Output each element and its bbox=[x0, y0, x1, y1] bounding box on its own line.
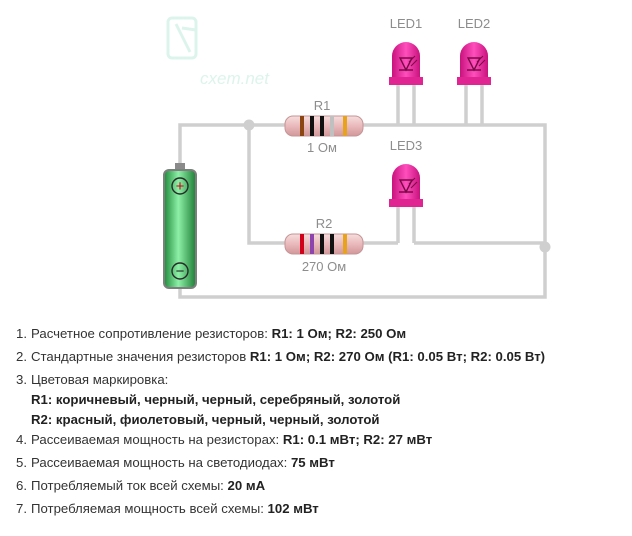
led-3: LED3 bbox=[388, 138, 424, 208]
battery-minus: − bbox=[176, 263, 185, 280]
result-item: 1.Расчетное сопротивление резисторов: R1… bbox=[16, 326, 407, 341]
r1-value: 1 Ом bbox=[307, 140, 337, 155]
battery: + − bbox=[163, 163, 197, 289]
led-1-label: LED1 bbox=[390, 16, 423, 31]
result-item-color-codes: 3.Цветовая маркировка: R1: коричневый, ч… bbox=[16, 370, 626, 430]
result-item: 2.Стандартные значения резисторов R1: 1 … bbox=[16, 349, 546, 364]
led-1: LED1 bbox=[388, 16, 424, 86]
result-item: 7.Потребляемая мощность всей схемы: 102 … bbox=[16, 501, 319, 516]
battery-plus: + bbox=[176, 178, 185, 195]
results-list: 1.Расчетное сопротивление резисторов: R1… bbox=[16, 324, 626, 522]
led-2: LED2 bbox=[456, 16, 492, 86]
watermark-text: cxem.net bbox=[200, 69, 270, 88]
led-2-label: LED2 bbox=[458, 16, 491, 31]
watermark-logo: cxem.net bbox=[166, 16, 270, 88]
r1-color-code: R1: коричневый, черный, черный, серебрян… bbox=[31, 392, 401, 407]
r2-name: R2 bbox=[316, 216, 333, 231]
circuit-diagram: cxem.net + − R1 1 Ом bbox=[163, 16, 551, 299]
resistor-r2: R2 270 Ом bbox=[284, 216, 364, 274]
junction-node bbox=[243, 119, 255, 131]
r2-color-code: R2: красный, фиолетовый, черный, черный,… bbox=[31, 412, 380, 427]
wires bbox=[178, 80, 547, 299]
r2-value: 270 Ом bbox=[302, 259, 346, 274]
junction-node bbox=[539, 241, 551, 253]
result-item: 4.Рассеиваемая мощность на резисторах: R… bbox=[16, 432, 433, 447]
result-item: 6.Потребляемый ток всей схемы: 20 мА bbox=[16, 478, 266, 493]
led-3-label: LED3 bbox=[390, 138, 423, 153]
r1-name: R1 bbox=[314, 98, 331, 113]
resistor-r1: R1 1 Ом bbox=[284, 98, 364, 155]
result-item: 5.Рассеиваемая мощность на светодиодах: … bbox=[16, 455, 335, 470]
